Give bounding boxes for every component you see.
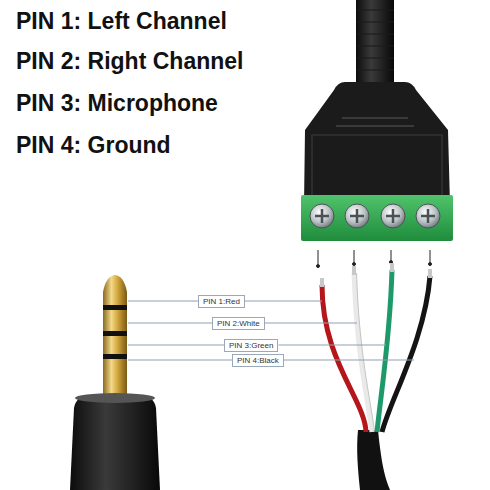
- leader-line: [128, 301, 198, 302]
- plug-sleeve: [103, 359, 127, 397]
- pin-description: PIN 3: Microphone: [16, 90, 218, 117]
- bottom-cable: [357, 430, 390, 490]
- pin-description: PIN 1: Left Channel: [16, 8, 227, 35]
- leader-line: [284, 360, 414, 361]
- connector-housing: [304, 82, 450, 205]
- insert-markers: [317, 250, 432, 268]
- plug-ring: [103, 310, 127, 331]
- pin-color-box: PIN 3:Green: [224, 339, 278, 352]
- leader-line: [128, 345, 224, 346]
- pin-description: PIN 4: Ground: [16, 132, 171, 159]
- black-wire: [382, 276, 430, 432]
- plug-body: [70, 395, 160, 490]
- leader-line: [128, 360, 232, 361]
- cable: [356, 0, 394, 86]
- pin-color-box: PIN 1:Red: [198, 295, 245, 308]
- pin-color-text: PIN 1:Red: [203, 297, 240, 306]
- pin-color-text: PIN 3:Green: [229, 341, 273, 350]
- housing-ridge: [336, 125, 414, 127]
- leader-line: [265, 323, 357, 324]
- pin-color-text: PIN 2:White: [217, 319, 260, 328]
- leader-line: [128, 323, 212, 324]
- plug-tip: [103, 275, 127, 305]
- plug-ring: [103, 336, 127, 354]
- plug-insulator: [103, 305, 127, 310]
- housing-panel: [312, 135, 442, 198]
- leader-line: [278, 345, 386, 346]
- pin-color-box: PIN 2:White: [212, 317, 265, 330]
- housing-ridge: [342, 117, 408, 119]
- leader-line: [245, 301, 322, 302]
- screws: [310, 204, 440, 228]
- pin-description: PIN 2: Right Channel: [16, 48, 243, 75]
- pin-color-text: PIN 4:Black: [237, 356, 279, 365]
- white-wire: [354, 273, 372, 432]
- plug-insulator: [103, 354, 127, 359]
- plug-insulator: [103, 331, 127, 336]
- wire-ends: [320, 263, 432, 287]
- terminal-block: [301, 195, 453, 241]
- white-wire-edge: [357, 273, 375, 432]
- plug-collar: [75, 393, 155, 403]
- pin-color-box: PIN 4:Black: [232, 354, 284, 367]
- cable-ridges: [356, 10, 394, 70]
